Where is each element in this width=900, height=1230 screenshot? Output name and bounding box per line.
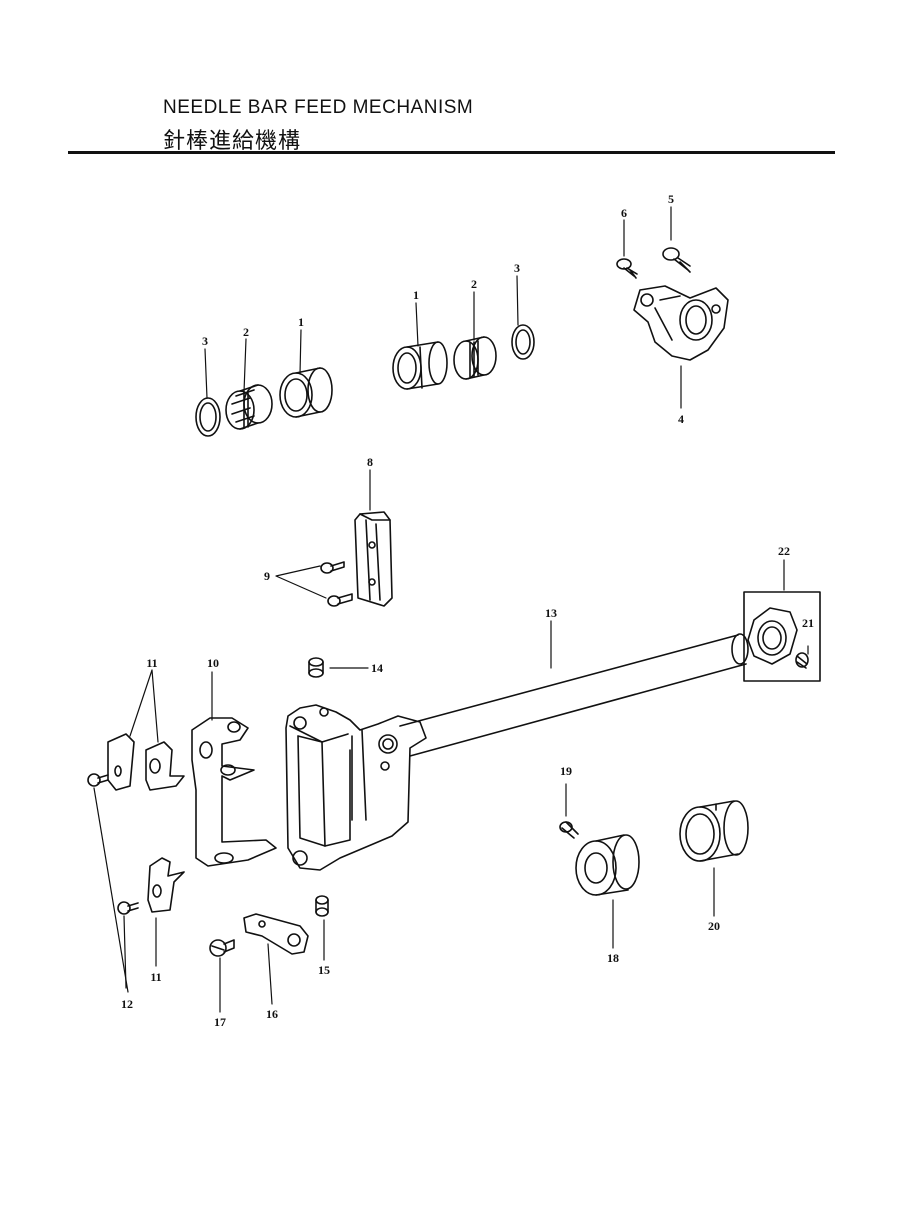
part-22-collar-box xyxy=(743,591,821,682)
callout-12: 12 xyxy=(121,997,133,1011)
callout-10: 10 xyxy=(207,656,219,670)
callout-14: 14 xyxy=(371,661,383,675)
part-14-pin xyxy=(308,657,324,678)
leader-lines xyxy=(93,206,809,1013)
callout-15: 15 xyxy=(318,963,330,977)
title-japanese: 針棒進給機構 xyxy=(163,129,302,154)
part-17-screw xyxy=(209,939,235,957)
part-11-plate-lower xyxy=(147,857,185,913)
callout-4: 4 xyxy=(678,412,684,426)
callout-2-left: 2 xyxy=(243,325,249,339)
right-bushing-group xyxy=(392,324,535,390)
left-bushing-group xyxy=(195,367,333,437)
part-9-screws xyxy=(320,561,353,607)
part-20-bushing xyxy=(679,800,749,862)
callout-20: 20 xyxy=(708,919,720,933)
part-2-needle-bearing-right xyxy=(453,336,497,380)
callout-8: 8 xyxy=(367,455,373,469)
part-2-needle-bearing-left xyxy=(225,384,273,430)
callout-3-left: 3 xyxy=(202,334,208,348)
callout-2-right: 2 xyxy=(471,277,477,291)
title-rule xyxy=(68,151,835,154)
callout-19: 19 xyxy=(560,764,572,778)
part-16-link xyxy=(243,913,309,955)
part-15-pin xyxy=(315,895,329,917)
callout-13: 13 xyxy=(545,606,557,620)
callout-11-upper: 11 xyxy=(146,656,157,670)
callout-22: 22 xyxy=(778,544,790,558)
callout-1-right: 1 xyxy=(413,288,419,302)
part-1-bushing-left xyxy=(279,367,333,418)
title-english: NEEDLE BAR FEED MECHANISM xyxy=(163,97,474,118)
housing-frame xyxy=(285,704,427,871)
part-12-screws xyxy=(87,773,139,915)
callout-6: 6 xyxy=(621,206,627,220)
part-10-bracket xyxy=(191,717,277,867)
part-13-shaft xyxy=(399,633,749,757)
part-21-set-screw xyxy=(795,652,809,669)
callout-3-right: 3 xyxy=(514,261,520,275)
part-19-set-screw xyxy=(559,821,579,839)
part-4-crank xyxy=(633,285,729,361)
part-3-washer-left xyxy=(195,397,221,437)
callout-21: 21 xyxy=(802,616,814,630)
callout-18: 18 xyxy=(607,951,619,965)
callout-5: 5 xyxy=(668,192,674,206)
part-11-plates-upper xyxy=(107,733,185,791)
callout-1-left: 1 xyxy=(298,315,304,329)
part-5-screw xyxy=(662,247,691,273)
part-6-screw xyxy=(616,258,638,279)
part-1-bushing-right xyxy=(392,341,448,390)
callout-9: 9 xyxy=(264,569,270,583)
callout-17: 17 xyxy=(214,1015,226,1029)
callout-16: 16 xyxy=(266,1007,278,1021)
part-3-washer-right xyxy=(511,324,535,360)
callout-11-lower: 11 xyxy=(150,970,161,984)
part-8-bracket xyxy=(354,511,393,607)
part-18-collar xyxy=(575,834,640,896)
